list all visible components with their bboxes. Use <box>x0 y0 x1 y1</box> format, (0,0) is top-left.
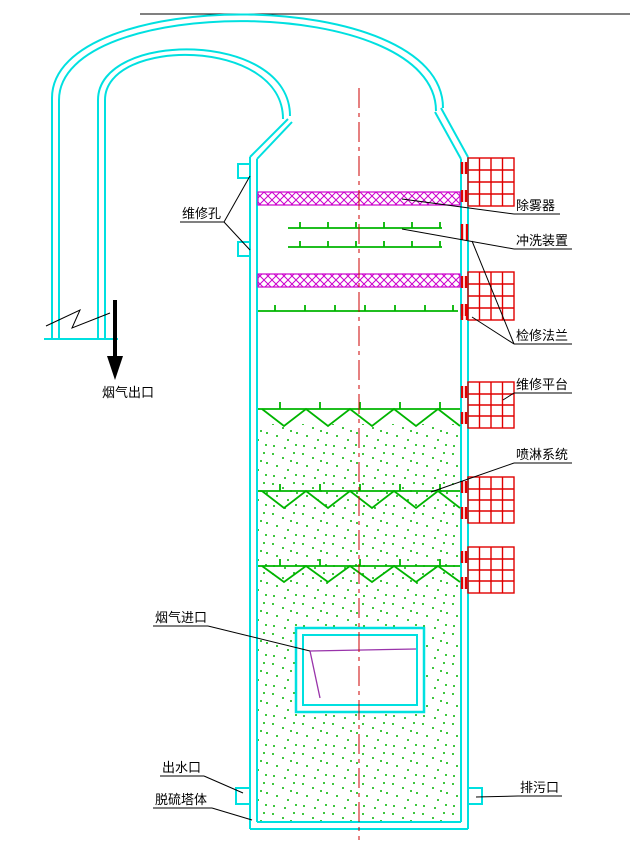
platform-wall-ties <box>460 276 468 316</box>
flushing-header-1 <box>288 222 442 229</box>
wall-flange-1 <box>460 224 469 240</box>
duct-inner-wall-outer <box>97 48 291 338</box>
right-shoulder-inner <box>434 111 462 160</box>
spray-zigzag <box>261 564 461 584</box>
spray-zigzag <box>261 407 461 428</box>
platform-grid <box>468 272 514 320</box>
inlet-inner-frame <box>302 634 418 706</box>
label-service-flange: 检修法兰 <box>516 329 568 344</box>
label-access-hole: 维修孔 <box>182 207 221 222</box>
right-shoulder-outer <box>440 107 469 158</box>
flushing-header-3 <box>258 305 458 312</box>
outlet-duct <box>44 13 444 340</box>
leader-flushing-device <box>401 228 515 250</box>
platform-wall-ties <box>460 481 468 519</box>
left-shoulder-inner <box>256 121 293 160</box>
label-drain-outlet: 排污口 <box>520 781 559 796</box>
manhole-fitting-2 <box>237 241 251 257</box>
leader-flue-gas-inlet <box>207 625 311 652</box>
leader-service-flange-2 <box>471 316 515 345</box>
spray-zigzag <box>261 489 461 510</box>
leader-tower-body <box>211 807 253 821</box>
platform-wall-ties <box>460 551 468 589</box>
flow-arrow-down <box>107 300 123 380</box>
spray-nozzles <box>279 559 441 566</box>
leader-access-hole-1 <box>223 175 251 223</box>
platform-1 <box>460 157 515 207</box>
drain-outlet-nozzle <box>467 787 483 805</box>
header-nozzles <box>274 305 454 311</box>
platform-3 <box>460 381 515 429</box>
platform-4 <box>460 476 515 524</box>
leader-spray-system <box>430 462 515 493</box>
label-flue-gas-outlet: 烟气出口 <box>102 385 154 401</box>
packing-stipple <box>258 424 460 821</box>
leader-demister <box>401 198 515 215</box>
leader-service-platform <box>502 392 515 401</box>
leader-drain-outlet <box>475 795 519 798</box>
label-flue-gas-inlet: 烟气进口 <box>155 610 207 626</box>
header-nozzles <box>299 241 441 247</box>
spray-level-2 <box>258 484 461 510</box>
label-water-outlet: 出水口 <box>162 761 201 776</box>
platform-2 <box>460 271 515 321</box>
duct-inner-wall-inner <box>104 54 284 338</box>
inlet-deflector-line-1 <box>309 650 321 699</box>
platform-grid <box>468 382 514 428</box>
platform-grid <box>468 158 514 206</box>
platform-5 <box>460 546 515 594</box>
arrow-head <box>107 356 123 380</box>
header-nozzles <box>299 222 441 228</box>
leader-service-flange-1 <box>471 240 515 345</box>
duct-outer-wall-outer <box>51 13 444 338</box>
inlet-outer-frame <box>294 626 426 714</box>
label-spray-system: 喷淋系统 <box>516 448 568 463</box>
platform-wall-ties <box>460 162 468 202</box>
label-tower-body: 脱硫塔体 <box>155 793 207 808</box>
inlet-opening <box>294 626 426 714</box>
platform-grid <box>468 477 514 523</box>
platform-wall-ties <box>460 386 468 424</box>
leader-water-outlet <box>203 775 244 794</box>
platform-grid <box>468 547 514 593</box>
label-service-platform: 维修平台 <box>516 378 568 393</box>
annotation-leaders <box>153 175 572 821</box>
label-demister: 除雾器 <box>516 199 555 214</box>
flushing-header-2 <box>288 241 442 248</box>
inlet-deflector-line-2 <box>309 648 417 652</box>
duct-outer-wall-inner <box>58 20 437 338</box>
label-flushing-device: 冲洗装置 <box>516 234 568 249</box>
spray-nozzles <box>279 402 441 409</box>
pipe-break-symbol <box>45 308 111 329</box>
leader-access-hole-2 <box>223 221 251 251</box>
left-shoulder-outer <box>249 118 289 158</box>
spray-nozzles <box>279 484 441 491</box>
manhole-fitting-1 <box>237 163 251 179</box>
annotation-labels: 维修孔 除雾器 冲洗装置 检修法兰 维修平台 喷淋系统 烟气进口 出水口 脱硫塔… <box>155 199 568 808</box>
